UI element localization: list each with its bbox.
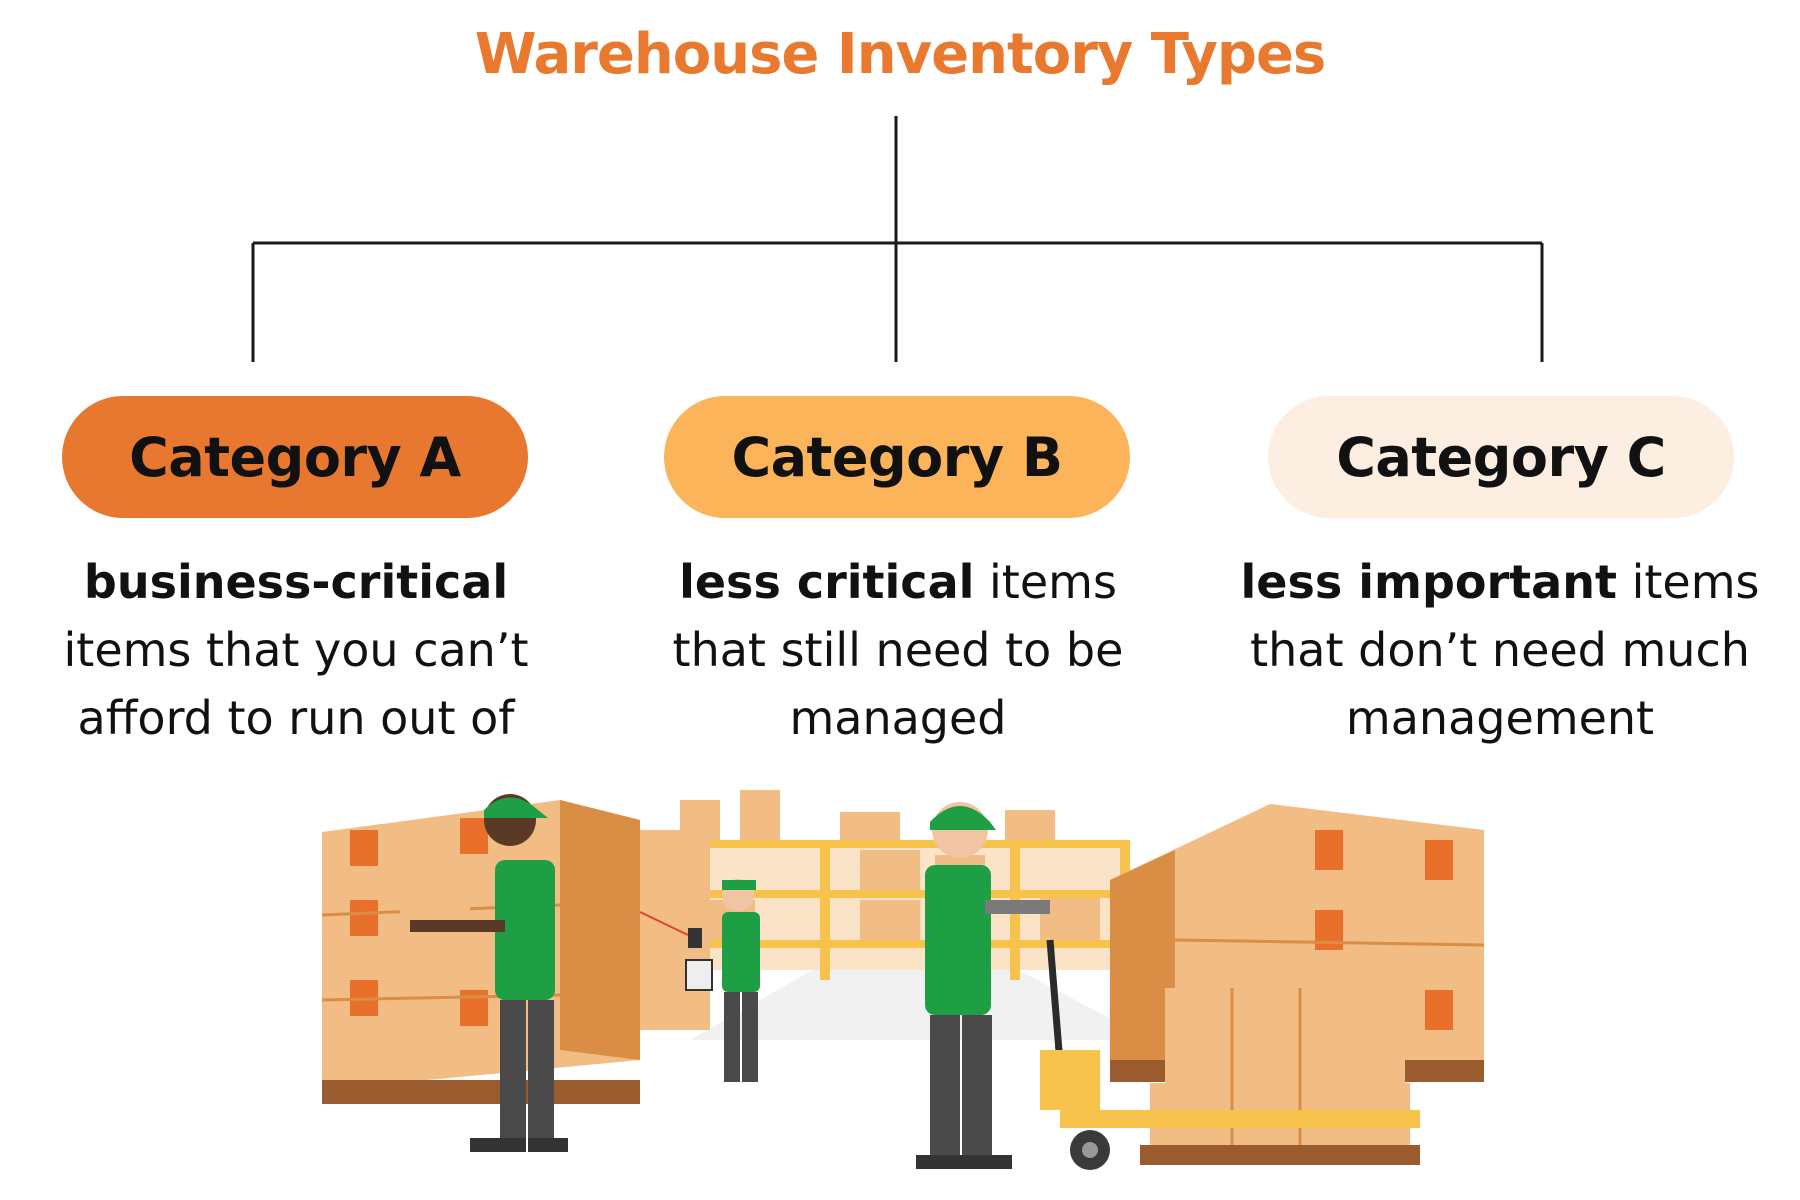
barcode-scanner-icon — [688, 928, 702, 948]
